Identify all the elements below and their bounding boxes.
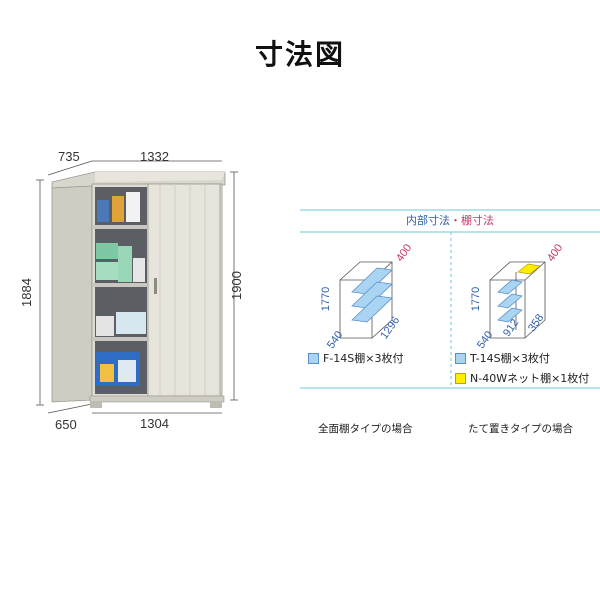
legend-vertical-shelf: T-14S棚×3枚付 — [455, 350, 550, 366]
caption-full-shelf-type: 全面棚タイプの場合 — [318, 423, 413, 435]
dim-top-depth: 735 — [58, 149, 80, 164]
inner-dimensions-header: 内部寸法・棚寸法 — [300, 212, 600, 228]
legend-net-shelf: N-40Wネット棚×1枚付 — [455, 370, 589, 386]
dim-top-width: 1332 — [140, 149, 169, 164]
net-shelf-swatch-icon — [455, 372, 466, 384]
dim-bottom-width: 1304 — [140, 416, 169, 431]
outer-dimension-lines — [36, 160, 238, 414]
legend-net-shelf-label: N-40Wネット棚×1枚付 — [470, 372, 590, 385]
legend-full-shelf: F-14S棚×3枚付 — [308, 350, 404, 366]
page-title: 寸法図 — [254, 38, 345, 71]
dim-left-height: 1884 — [18, 278, 34, 307]
legend-full-shelf-label: F-14S棚×3枚付 — [323, 352, 404, 365]
right-height-label: 1770 — [470, 286, 483, 312]
shed-body — [51, 171, 226, 408]
shelf-swatch-icon — [308, 352, 319, 364]
left-height-label: 1770 — [320, 286, 333, 312]
header-separator: ・ — [450, 214, 461, 227]
section-divider-lines — [300, 209, 600, 389]
dim-bottom-depth: 650 — [55, 417, 77, 432]
full-shelf-diagram — [339, 261, 393, 339]
header-inner-label: 内部寸法 — [406, 214, 450, 227]
vertical-shelf-diagram — [489, 261, 546, 339]
legend-vertical-shelf-label: T-14S棚×3枚付 — [470, 352, 550, 365]
shelf-swatch-icon — [455, 352, 466, 364]
dim-right-height: 1900 — [228, 271, 244, 300]
header-shelf-label: 棚寸法 — [461, 214, 494, 227]
caption-vertical-type: たて置きタイプの場合 — [468, 423, 573, 435]
